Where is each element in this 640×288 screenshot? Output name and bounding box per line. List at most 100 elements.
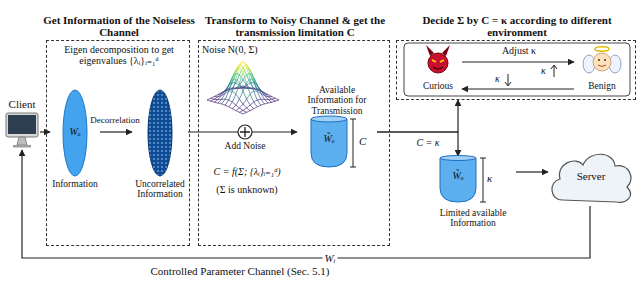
mesh-line (225, 103, 227, 105)
mesh-line (252, 91, 254, 92)
mesh-line (256, 81, 258, 85)
mesh-line (229, 81, 231, 85)
mesh-line (225, 88, 227, 90)
mesh-line (250, 79, 252, 85)
mesh-line (266, 93, 268, 95)
mesh-line (256, 96, 258, 100)
mesh-line (272, 98, 274, 99)
mesh-line (234, 88, 236, 89)
mesh-line (239, 112, 241, 114)
mesh-line (268, 99, 270, 100)
mesh-line (229, 82, 231, 86)
mesh-line (232, 86, 234, 92)
mesh-line (263, 102, 265, 104)
mesh-line (220, 103, 222, 104)
mesh-line (254, 91, 256, 96)
mesh-line (243, 80, 245, 83)
mesh-line (256, 83, 258, 86)
mesh-line (263, 92, 265, 93)
mesh-line (265, 99, 267, 101)
node-text: κ (487, 172, 499, 184)
mesh-line (266, 96, 268, 97)
monitor-stand (17, 137, 27, 145)
mesh-line (265, 99, 267, 100)
mesh-line (248, 94, 250, 96)
mesh-line (243, 65, 245, 67)
angel-eye (598, 59, 600, 61)
connector (22, 150, 590, 258)
mesh-line (232, 108, 234, 110)
cup-rim (440, 156, 476, 161)
mesh-line (248, 89, 250, 94)
mesh-line (250, 88, 252, 90)
mesh-line (245, 78, 247, 84)
mesh-line (236, 87, 238, 88)
mesh-line (238, 83, 240, 89)
mesh-line (234, 88, 236, 90)
mesh-line (248, 105, 250, 107)
connector (40, 131, 50, 132)
mesh-line (275, 98, 277, 100)
mesh-line (245, 83, 247, 87)
mesh-line (236, 79, 238, 80)
mesh-line (223, 91, 225, 93)
mesh-line (256, 86, 258, 88)
mesh-line (221, 99, 223, 100)
mesh-line (207, 99, 209, 101)
mesh-line (243, 62, 245, 64)
mesh-line (227, 105, 229, 107)
mesh-line (236, 73, 238, 79)
mesh-line (227, 85, 229, 89)
mesh-line (241, 69, 243, 73)
mesh-line (239, 71, 241, 75)
mesh-line (239, 68, 241, 70)
cup-body (311, 119, 347, 167)
mesh-line (223, 91, 225, 92)
mesh-line (245, 108, 247, 109)
mesh-line (245, 88, 247, 89)
mesh-line (252, 86, 254, 92)
mesh-line (239, 106, 241, 108)
mesh-line (239, 83, 241, 87)
panel-heading: Get Information of the Noiseless Channel (39, 14, 199, 38)
mesh-line (247, 99, 249, 102)
mesh-line (272, 96, 274, 98)
angel-halo (595, 47, 609, 51)
mesh-line (245, 75, 247, 77)
mesh-line (274, 97, 276, 99)
mesh-line (212, 98, 214, 99)
mesh-line (223, 91, 225, 92)
client-computer: Client (4, 98, 40, 150)
mesh-line (265, 94, 267, 96)
mesh-line (259, 89, 261, 91)
mesh-line (241, 62, 243, 64)
mesh-line (227, 100, 229, 103)
mesh-line (247, 67, 249, 68)
mesh-line (241, 80, 243, 83)
mesh-line (247, 106, 249, 107)
decrease-arrow (505, 74, 511, 86)
mesh-line (243, 104, 245, 106)
mesh-line (250, 103, 252, 105)
mesh-line (265, 96, 267, 98)
mesh-line (236, 79, 238, 83)
mesh-line (232, 107, 234, 109)
information-ellipse: WₒInformation (50, 89, 100, 195)
mesh-line (256, 86, 258, 91)
devil-icon (426, 45, 450, 73)
mesh-line (223, 93, 225, 94)
mesh-line (223, 99, 225, 100)
mesh-line (265, 103, 267, 104)
mesh-line (211, 97, 213, 99)
mesh-line (212, 96, 214, 98)
mesh-line (234, 94, 236, 98)
mesh-line (230, 89, 232, 90)
mesh-line (216, 94, 218, 96)
mesh-line (257, 86, 259, 89)
mesh-line (227, 91, 229, 93)
mesh-line (239, 99, 241, 102)
mesh-line (261, 93, 263, 96)
mesh-line (223, 91, 225, 94)
annotation: C = f(Σ; {λᵢ}ᵢ₌₁ᵈ) (198, 166, 296, 177)
mesh-line (274, 100, 276, 102)
